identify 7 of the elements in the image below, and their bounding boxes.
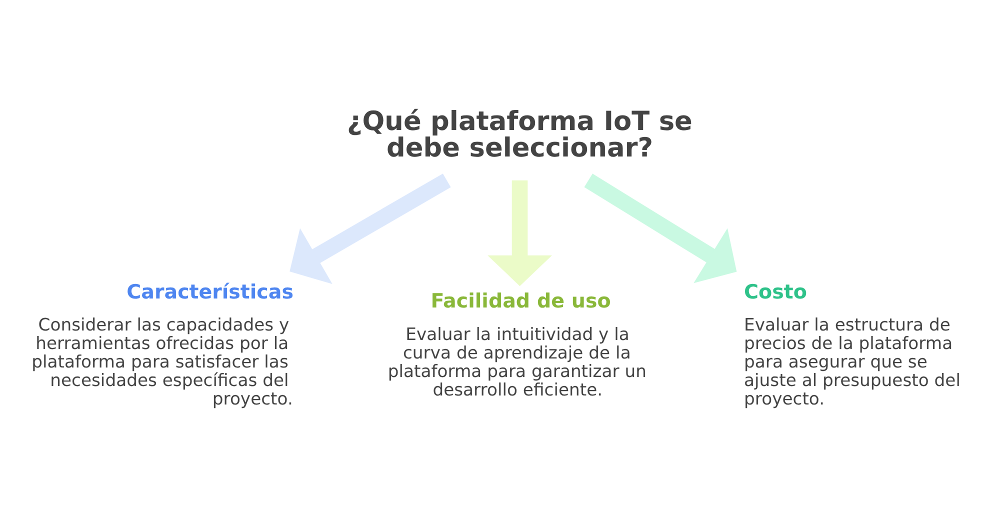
node-text: ¿Qué plataforma IoT se debe seleccionar? (346, 107, 692, 164)
node-text: Características Considerar las capacidades y herramientas ofrecidas por la plataforma para satisfacer las necesidades específicas del proyecto. (32, 280, 294, 410)
node-text: Costo Evaluar la estructura de precios de la plataforma para asegurar que se ajuste al presupuesto del proyecto. (744, 280, 960, 410)
arrow (290, 174, 451, 284)
node-text: Facilidad de uso Evaluar la intuitividad y la curva de aprendizaje de la plataforma para garantizar un desarrollo eficiente. (388, 290, 647, 400)
arrow (584, 174, 737, 284)
arrow (488, 180, 552, 286)
